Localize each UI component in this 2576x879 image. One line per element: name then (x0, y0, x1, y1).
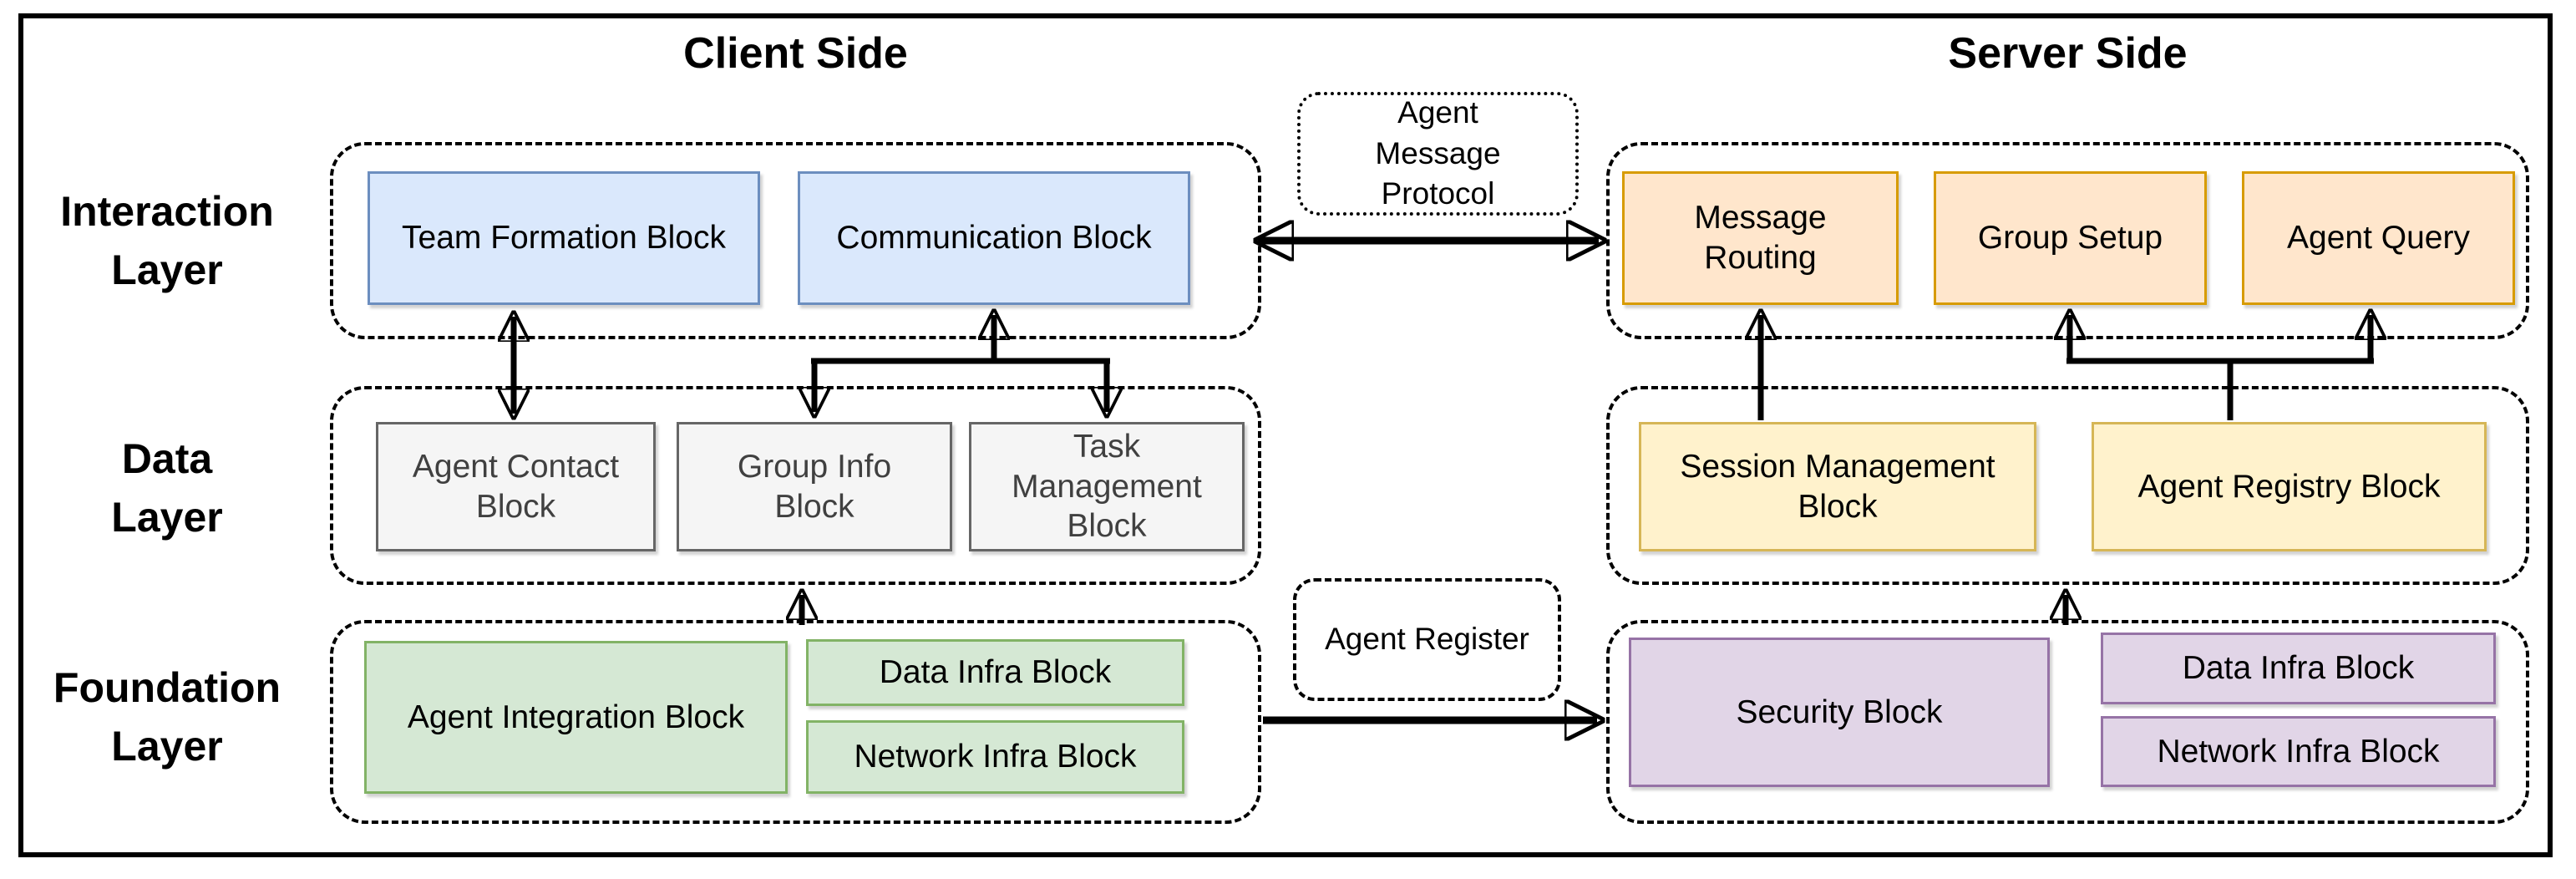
data-layer-label-line2: Layer (111, 494, 223, 541)
data-layer-label-line1: Data (121, 435, 213, 482)
server-data-infra-block-label: Data Infra Block (2182, 650, 2415, 687)
team-formation-block: Team Formation Block (368, 171, 760, 305)
task-management-block: Task Management Block (969, 422, 1245, 551)
agent-registry-block: Agent Registry Block (2092, 422, 2487, 551)
team-formation-block-label: Team Formation Block (402, 220, 726, 257)
client-data-container (330, 386, 1261, 585)
server-data-infra-block: Data Infra Block (2101, 633, 2496, 704)
session-management-block: Session Management Block (1639, 422, 2036, 551)
agent-query-block: Agent Query (2242, 171, 2515, 305)
message-routing-block: Message Routing (1622, 171, 1899, 305)
server-side-title: Server Side (1948, 29, 2188, 78)
data-layer-label: Data Layer (25, 429, 309, 546)
security-block-label: Security Block (1736, 694, 1943, 730)
agent-message-protocol-note: Agent Message Protocol (1297, 92, 1579, 216)
agent-contact-block-label: Agent Contact Block (412, 448, 620, 525)
communication-block-label: Communication Block (836, 220, 1152, 257)
client-side-title: Client Side (683, 29, 908, 78)
group-setup-block-label: Group Setup (1977, 220, 2163, 257)
agent-register-note: Agent Register (1293, 578, 1561, 701)
foundation-layer-label: Foundation Layer (25, 658, 309, 775)
session-management-block-label: Session Management Block (1680, 448, 1995, 525)
communication-block: Communication Block (798, 171, 1190, 305)
task-management-block-label: Task Management Block (1012, 429, 1202, 545)
client-data-infra-block-label: Data Infra Block (879, 654, 1112, 691)
server-network-infra-block-label: Network Infra Block (2157, 733, 2440, 770)
server-network-infra-block: Network Infra Block (2101, 716, 2496, 787)
interaction-layer-label: Interaction Layer (25, 182, 309, 299)
agent-contact-block: Agent Contact Block (376, 422, 656, 551)
agent-integration-block: Agent Integration Block (364, 641, 788, 794)
group-info-block: Group Info Block (677, 422, 952, 551)
client-network-infra-block-label: Network Infra Block (854, 739, 1137, 775)
group-setup-block: Group Setup (1934, 171, 2207, 305)
client-network-infra-block: Network Infra Block (806, 720, 1184, 794)
foundation-layer-label-line2: Layer (111, 723, 223, 770)
agent-message-protocol-line3: Protocol (1381, 176, 1495, 211)
agent-registry-block-label: Agent Registry Block (2137, 468, 2441, 505)
message-routing-block-label: Message Routing (1694, 200, 1827, 276)
server-data-container (1606, 386, 2529, 585)
interaction-layer-label-line1: Interaction (60, 188, 274, 235)
security-block: Security Block (1629, 638, 2050, 787)
agent-query-block-label: Agent Query (2287, 220, 2470, 257)
group-info-block-label: Group Info Block (737, 448, 892, 525)
agent-message-protocol-line1: Agent (1397, 94, 1478, 130)
agent-register-note-label: Agent Register (1325, 622, 1529, 657)
interaction-layer-label-line2: Layer (111, 246, 223, 293)
foundation-layer-label-line1: Foundation (53, 664, 281, 711)
client-data-infra-block: Data Infra Block (806, 639, 1184, 706)
client-foundation-container (330, 620, 1261, 824)
agent-integration-block-label: Agent Integration Block (407, 699, 745, 735)
agent-message-protocol-line2: Message (1375, 135, 1501, 170)
